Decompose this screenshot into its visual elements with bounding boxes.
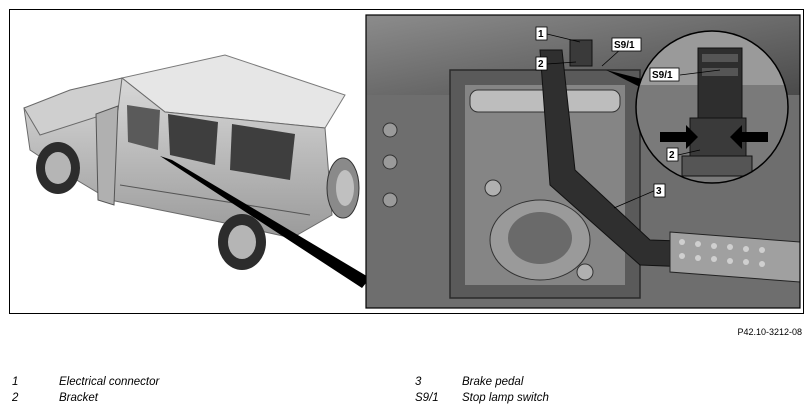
callout-s9-1: S9/1: [614, 40, 635, 51]
legend-left: 1 Electrical connector 2 Bracket: [12, 376, 312, 408]
callout-3: 3: [656, 186, 662, 197]
legend-number: S9/1: [415, 392, 439, 404]
legend-text: Bracket: [59, 392, 98, 404]
callout-2: 2: [538, 59, 544, 70]
legend-number: 1: [12, 376, 19, 388]
legend-item: 1 Electrical connector: [12, 376, 312, 392]
workshop-illustration: 1 2 S9/1 3 S9/1 2: [23, 14, 801, 309]
arrow-left-icon: [730, 125, 768, 149]
figure-frame: 1 2 S9/1 3 S9/1 2: [9, 9, 804, 314]
arrow-right-icon: [660, 125, 698, 149]
figure-reference: P42.10-3212-08: [737, 327, 802, 337]
pointer-wedge: [160, 156, 370, 288]
vehicle-illustration: [23, 54, 360, 270]
legend-item: 2 Bracket: [12, 392, 312, 408]
callout-s9-1-zoom: S9/1: [652, 70, 673, 81]
legend-text: Brake pedal: [462, 376, 524, 388]
zoom-pointer: [606, 70, 646, 90]
legend-text: Stop lamp switch: [462, 392, 549, 404]
zoom-inset: [635, 30, 789, 184]
legend-number: 3: [415, 376, 422, 388]
detail-frame: [365, 14, 801, 309]
legend-number: 2: [12, 392, 19, 404]
callout-1: 1: [538, 29, 544, 40]
legend-text: Electrical connector: [59, 376, 160, 388]
legend-right: 3 Brake pedal S9/1 Stop lamp switch: [415, 376, 715, 408]
legend-item: S9/1 Stop lamp switch: [415, 392, 715, 408]
callout-2-zoom: 2: [669, 150, 675, 161]
legend-item: 3 Brake pedal: [415, 376, 715, 392]
